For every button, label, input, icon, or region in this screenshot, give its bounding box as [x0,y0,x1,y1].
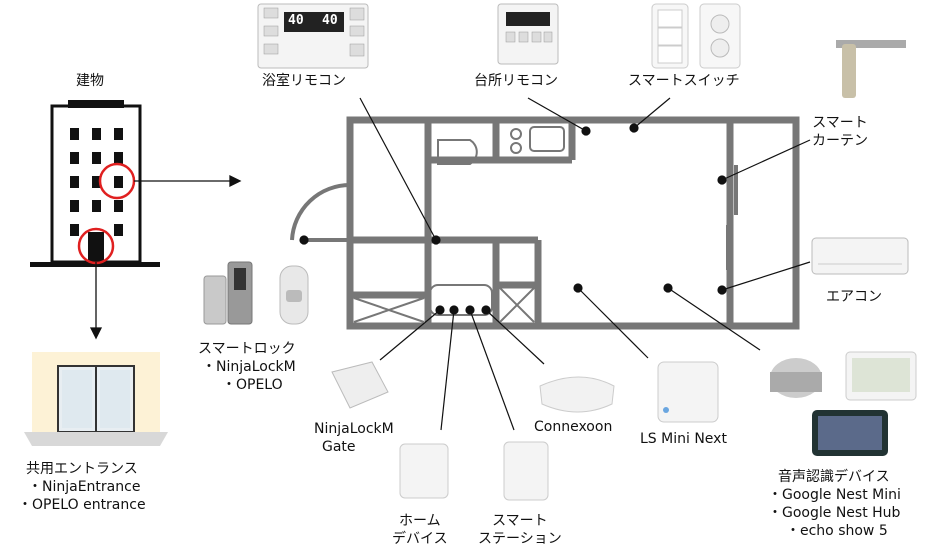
bath-remote-temp-2: 40 [322,13,338,28]
kitchen-remote-image [497,3,559,65]
home-device-label: ホーム デバイス [392,512,448,548]
shared-entrance-label: 共用エントランス ・NinjaEntrance ・OPELO entrance [18,460,146,514]
smart-lock-item-ninjalock: ・NinjaLockM [202,359,296,375]
home-device-line2: デバイス [392,531,448,547]
toilet-icon [437,139,478,165]
voice-item-nest-mini: ・Google Nest Mini [768,487,901,503]
smart-station-image [503,441,549,501]
voice-item-echo-show: ・echo show 5 [786,523,888,539]
building-label: 建物 [76,73,104,89]
voice-item-nest-hub: ・Google Nest Hub [768,505,901,521]
ls-mini-next-label: LS Mini Next [640,431,727,447]
ls-mini-next-image [657,361,719,423]
smart-lock-label: スマートロック ・NinjaLockM ・OPELO [198,340,296,394]
entrance-door-icon [24,352,168,446]
aircon-image [811,237,909,275]
voice-device-title: 音声認識デバイス [778,469,890,485]
bath-remote-label: 浴室リモコン [262,73,346,89]
home-device-line1: ホーム [399,513,441,529]
smart-lock-image [203,261,309,325]
floor-plan [346,116,800,330]
smart-station-line1: スマート [492,513,548,529]
shared-entrance-item-ninja: ・NinjaEntrance [28,479,141,495]
home-device-image [399,443,449,499]
aircon-label: エアコン [826,289,882,305]
smart-station-line2: ステーション [478,531,562,547]
ninjalock-gate-line1: NinjaLockM [314,421,394,437]
shared-entrance-title: 共用エントランス [26,461,138,477]
building-icon [30,100,160,267]
ninjalock-gate-line2: Gate [322,439,356,455]
smart-switch-image [651,3,741,69]
shared-entrance-item-opelo: ・OPELO entrance [18,497,146,513]
kitchen-remote-label: 台所リモコン [474,73,558,89]
smart-switch-label: スマートスイッチ [628,73,740,89]
voice-device-label: 音声認識デバイス ・Google Nest Mini ・Google Nest … [768,468,901,540]
curtain-motor-image [836,40,906,98]
smart-lock-item-opelo: ・OPELO [222,377,283,393]
ninjalock-gate-label: NinjaLockM Gate [314,420,394,456]
bath-remote-temp: 40 [288,13,304,28]
smart-station-label: スマート ステーション [478,512,562,548]
smart-curtain-line1: スマート [812,115,868,131]
connexoon-image [539,376,615,413]
connexoon-label: Connexoon [534,419,613,435]
ninjalock-gate-image [331,361,389,409]
voice-devices-image [770,351,917,456]
bath-remote-image [257,3,369,69]
smart-curtain-line2: カーテン [812,133,868,149]
smart-lock-title: スマートロック [198,341,296,357]
smart-curtain-label: スマート カーテン [812,114,868,150]
